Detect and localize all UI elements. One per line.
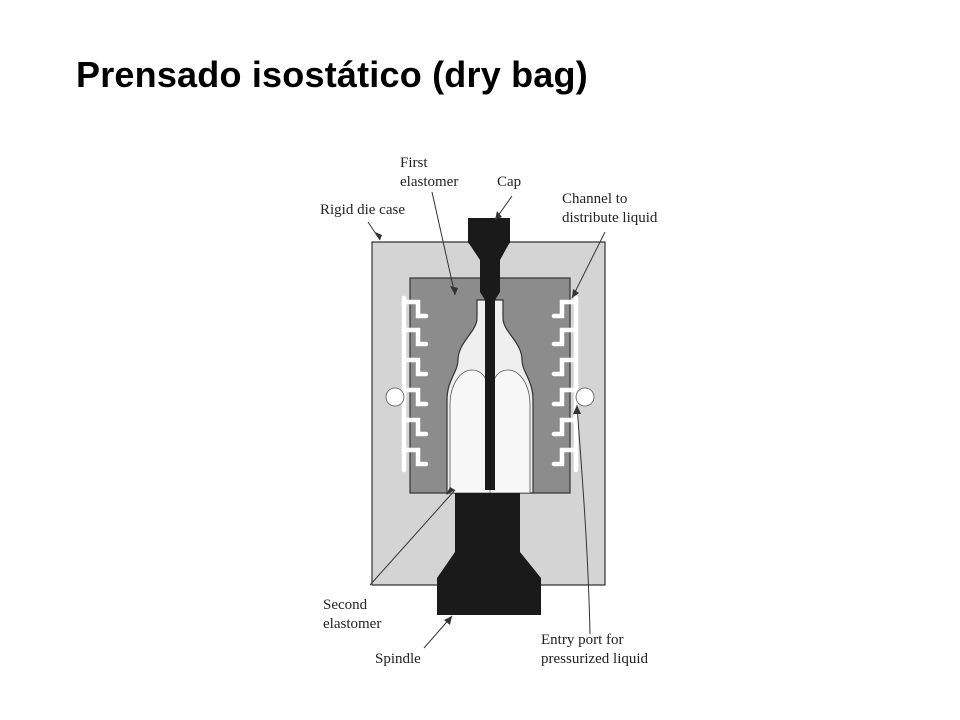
cap xyxy=(468,218,510,490)
right-entry-port xyxy=(575,387,595,407)
label-first-elastomer-line1: First xyxy=(400,155,428,171)
arrowhead-spindle xyxy=(444,616,452,625)
left-entry-port xyxy=(385,387,405,407)
leader-channel xyxy=(571,231,606,299)
label-second-elastomer-line1: Second xyxy=(323,597,368,613)
slide-title: Prensado isostático (dry bag) xyxy=(76,54,588,95)
label-rigid-die-case: Rigid die case xyxy=(320,202,405,218)
spindle xyxy=(437,493,541,615)
label-cap: Cap xyxy=(497,174,521,190)
leader-rigid-die-case xyxy=(367,221,381,241)
label-channel-line2: distribute liquid xyxy=(562,210,658,226)
leader-second-elastomer xyxy=(369,489,456,586)
right-channel xyxy=(551,295,579,473)
label-first-elastomer-line2: elastomer xyxy=(400,174,458,190)
arrowhead-rigid-die-case xyxy=(375,232,382,240)
label-spindle: Spindle xyxy=(375,651,421,667)
leader-entry-port xyxy=(576,404,591,635)
left-channel xyxy=(401,295,429,473)
arrowhead-second-elastomer xyxy=(446,487,455,495)
arrowhead-cap xyxy=(495,211,502,220)
arrowhead-channel xyxy=(572,289,579,298)
arrowhead-first-elastomer xyxy=(450,286,458,295)
label-channel-line1: Channel to xyxy=(562,191,627,207)
leader-first-elastomer xyxy=(431,191,456,296)
arrowhead-entry-port xyxy=(573,405,581,414)
label-entry-port-line1: Entry port for xyxy=(541,632,623,648)
label-entry-port-line2: pressurized liquid xyxy=(541,651,649,667)
label-second-elastomer-line2: elastomer xyxy=(323,616,381,632)
